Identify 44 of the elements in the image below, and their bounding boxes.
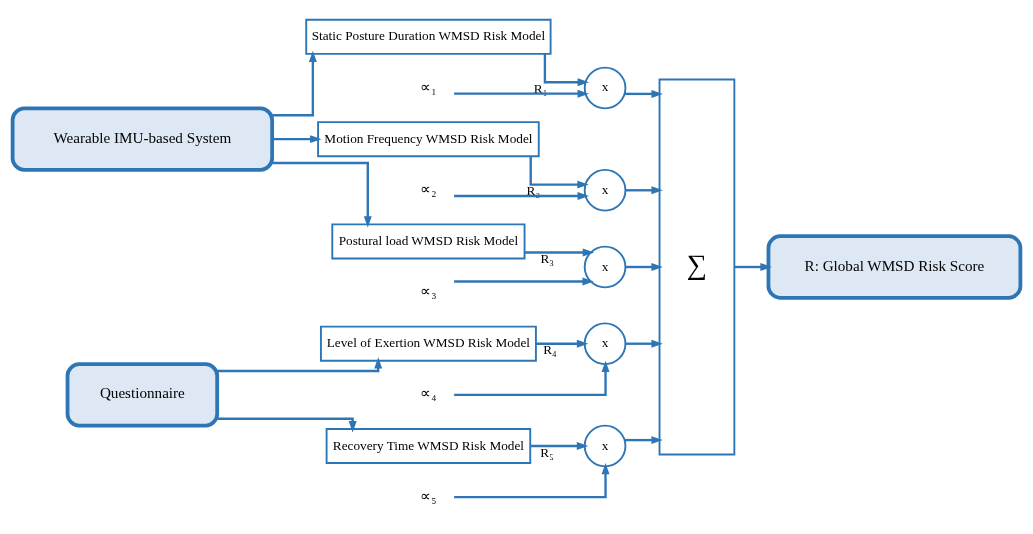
edge-label: R₅: [540, 444, 554, 460]
node-box: Motion Frequency WMSD Risk Model: [317, 121, 540, 158]
arrow: [543, 54, 589, 87]
node-text: ∝₅: [420, 486, 437, 504]
arrow: [625, 89, 663, 98]
arrow: [454, 360, 610, 397]
arrow: [454, 89, 589, 98]
arrow: [272, 135, 322, 144]
arrow: [454, 191, 589, 200]
arrow: [530, 442, 589, 450]
node-box: Postural load WMSD Risk Model: [331, 223, 526, 260]
arrow: [454, 462, 610, 499]
arrow: [272, 161, 372, 228]
node-text: ∝₃: [420, 282, 437, 300]
node-circle: x: [583, 424, 627, 468]
arrow: [625, 339, 663, 348]
edge-label: R₄: [543, 342, 557, 358]
node-box: R: Global WMSD Risk Score: [766, 234, 1023, 300]
arrow: [454, 277, 594, 286]
arrow: [272, 50, 317, 117]
node-text: ∝₄: [420, 384, 437, 402]
node-box: Recovery Time WMSD Risk Model: [325, 428, 532, 464]
node-box: Level of Exertion WMSD Risk Model: [319, 325, 537, 362]
node-circle: x: [583, 322, 627, 366]
arrow: [536, 339, 589, 348]
arrow: [529, 156, 589, 189]
arrow: [217, 417, 357, 433]
edge-label: R₃: [540, 251, 554, 267]
edge-label: R₁: [533, 80, 548, 96]
node-circle: x: [583, 66, 627, 110]
edge-label: R₂: [526, 183, 541, 199]
node-box: ∑: [658, 78, 736, 456]
arrow: [625, 186, 663, 195]
node-text: ∝₂: [420, 179, 437, 197]
arrow: [734, 263, 772, 271]
node-circle: x: [583, 168, 627, 212]
arrow: [524, 248, 595, 257]
arrow: [217, 357, 383, 373]
node-box: Wearable IMU-based System: [10, 106, 275, 172]
node-box: Questionnaire: [65, 362, 220, 428]
arrow: [625, 436, 663, 445]
arrow: [625, 263, 663, 271]
node-box: Static Posture Duration WMSD Risk Model: [305, 18, 552, 55]
node-text: ∝₁: [420, 77, 437, 95]
